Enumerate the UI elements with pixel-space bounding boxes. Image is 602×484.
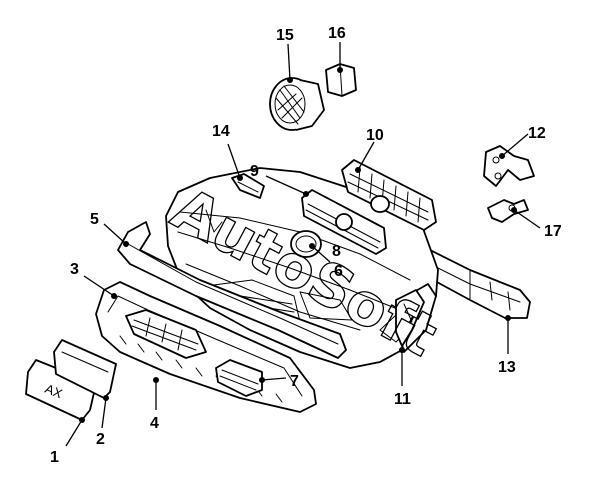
callout-11: 11 (394, 391, 411, 408)
callout-3: 3 (70, 261, 79, 278)
callout-numbers: 1 2 3 4 5 6 7 8 9 10 11 12 13 14 15 16 1… (50, 25, 562, 466)
callout-2: 2 (96, 431, 105, 448)
callout-6: 6 (334, 263, 343, 280)
part-15-fog-lamp[interactable] (269, 77, 325, 131)
callout-1: 1 (50, 449, 59, 466)
callout-8: 8 (332, 243, 341, 260)
part-9-grille-frame[interactable] (301, 189, 387, 255)
callout-leaders (65, 42, 541, 447)
callout-14: 14 (212, 123, 230, 140)
plate-text: AX (43, 381, 65, 402)
callout-16: 16 (328, 25, 346, 42)
callout-7: 7 (290, 373, 299, 390)
part-12-mount-bracket[interactable] (483, 145, 535, 187)
callout-5: 5 (90, 211, 99, 228)
callout-13: 13 (498, 359, 516, 376)
callout-4: 4 (150, 415, 159, 432)
callout-9: 9 (250, 163, 259, 180)
part-8-badge[interactable] (290, 230, 322, 258)
part-5-upper-strip[interactable] (117, 221, 347, 359)
callout-10: 10 (366, 127, 384, 144)
callout-15: 15 (276, 27, 294, 44)
part-11-side-bracket[interactable] (395, 289, 425, 347)
part-2-plate-holder[interactable] (53, 339, 117, 399)
callout-12: 12 (528, 125, 546, 142)
part-10-upper-grille[interactable] (341, 159, 437, 231)
part-17-fastener[interactable] (487, 199, 529, 223)
part-7-fog-insert[interactable] (215, 359, 263, 397)
part-1-license-plate[interactable]: AX (25, 359, 97, 421)
callout-17: 17 (544, 223, 562, 240)
